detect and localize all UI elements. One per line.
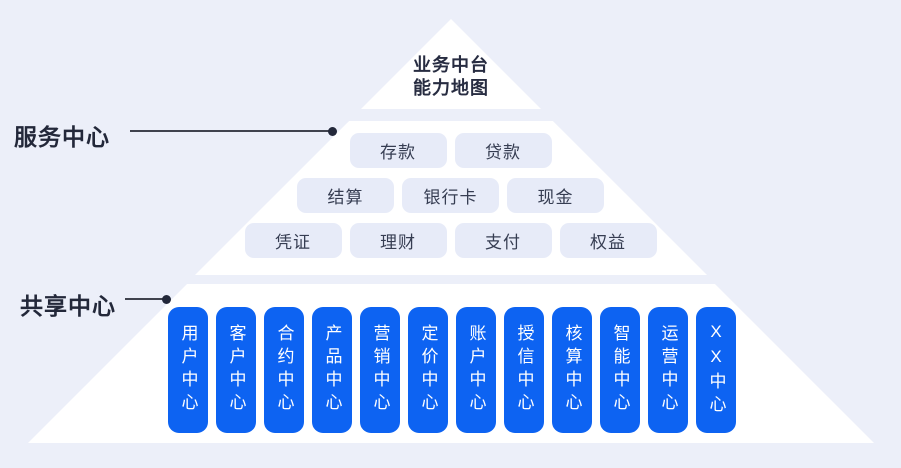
service-row-2: 结算 银行卡 现金 [0,178,901,213]
shared-pill-marketing: 营销中心 [360,307,400,433]
shared-pill-user-label: 用户中心 [178,324,198,416]
shared-center-label: 共享中心 [20,293,116,319]
service-center-label: 服务中心 [14,124,110,150]
shared-pill-xx: XX中心 [696,307,736,433]
shared-pill-user: 用户中心 [168,307,208,433]
service-pill-voucher: 凭证 [244,223,342,258]
shared-pill-contract: 合约中心 [264,307,304,433]
service-pill-payment: 支付 [454,223,552,258]
shared-pill-accounting: 核算中心 [552,307,592,433]
service-pill-loan: 贷款 [454,133,552,168]
service-pill-wealth: 理财 [349,223,447,258]
service-center-connector-line [130,126,337,136]
shared-pill-marketing-label: 营销中心 [370,324,390,416]
shared-pill-credit-label: 授信中心 [514,324,534,416]
shared-pill-operations-label: 运营中心 [658,324,678,416]
service-pill-rights: 权益 [559,223,657,258]
shared-center-connector-line [125,294,171,304]
pyramid-title-line2: 能力地图 [413,78,489,98]
service-pill-bankcard: 银行卡 [402,178,499,213]
service-pill-settlement: 结算 [297,178,394,213]
shared-pill-account: 账户中心 [456,307,496,433]
shared-pill-customer: 客户中心 [216,307,256,433]
shared-pill-operations: 运营中心 [648,307,688,433]
shared-pill-pricing: 定价中心 [408,307,448,433]
shared-pill-accounting-label: 核算中心 [562,324,582,416]
service-center-connector-dot [328,126,337,136]
shared-pill-pricing-label: 定价中心 [418,324,438,416]
pyramid-title-line1: 业务中台 [413,55,489,75]
service-row-1: 存款 贷款 [0,133,901,168]
shared-pill-product: 产品中心 [312,307,352,433]
service-pill-cash: 现金 [507,178,604,213]
shared-pill-account-label: 账户中心 [466,324,486,416]
shared-pill-contract-label: 合约中心 [274,324,294,416]
service-row-3: 凭证 理财 支付 权益 [0,223,901,258]
pyramid-title: 业务中台 能力地图 [361,54,541,100]
shared-pill-customer-label: 客户中心 [226,324,246,416]
shared-pill-intelligence: 智能中心 [600,307,640,433]
shared-center-connector-dot [162,294,171,304]
service-pill-deposit: 存款 [349,133,447,168]
shared-pill-product-label: 产品中心 [322,324,342,416]
shared-pill-intelligence-label: 智能中心 [610,324,630,416]
shared-pill-xx-label: XX中心 [706,322,726,418]
shared-center-row: 用户中心 客户中心 合约中心 产品中心 营销中心 定价中心 账户中心 授信中心 … [168,307,736,433]
shared-pill-credit: 授信中心 [504,307,544,433]
